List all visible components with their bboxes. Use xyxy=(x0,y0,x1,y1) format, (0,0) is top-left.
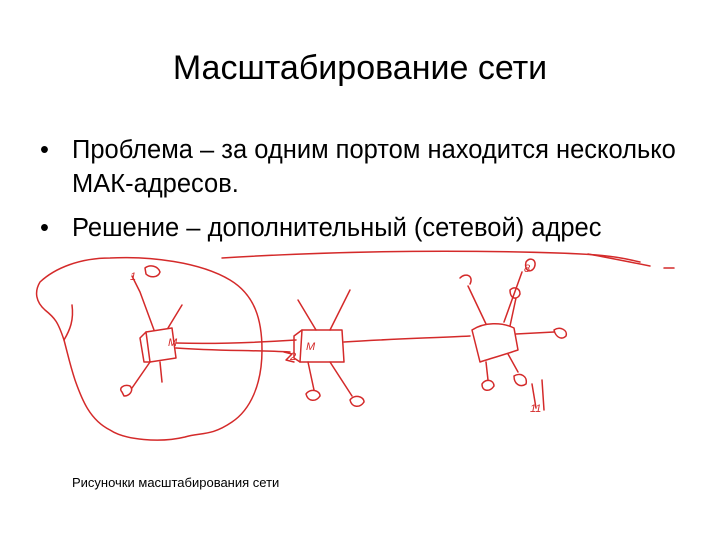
link-upright xyxy=(168,305,182,328)
link-bottomright xyxy=(330,362,352,396)
switch-label-middle: M xyxy=(306,341,316,353)
switch-box-right xyxy=(472,324,518,362)
link-bottomleft xyxy=(486,362,488,380)
host-terminal xyxy=(306,390,320,400)
link-bottom xyxy=(160,362,162,382)
trunk-link-right xyxy=(344,336,470,342)
link-right xyxy=(516,332,554,334)
underline-stroke-tail xyxy=(588,254,650,266)
scribble xyxy=(542,380,544,410)
switch-label-left: M xyxy=(168,337,178,349)
link-top xyxy=(298,300,316,330)
boundary-inner-stroke xyxy=(64,305,73,340)
link-bottomleft xyxy=(308,362,314,390)
sketch-mark: 2 xyxy=(289,351,296,363)
underline-stroke xyxy=(222,251,640,262)
network-boundary xyxy=(37,258,262,440)
link-upright xyxy=(330,290,350,330)
trunk-link-left-2 xyxy=(176,348,290,352)
link-bottomleft xyxy=(132,362,150,388)
sketch-mark: 8 xyxy=(524,263,531,275)
sketch-mark: 1 xyxy=(130,271,136,283)
link-top xyxy=(468,286,486,324)
host-terminal xyxy=(121,385,132,396)
figure-caption: Рисуночки масштабирования сети xyxy=(72,474,279,492)
host-terminal xyxy=(554,328,566,338)
sketch-mark: 11 xyxy=(530,403,541,415)
host-terminal xyxy=(145,266,160,277)
host-terminal xyxy=(482,380,494,390)
host-terminal xyxy=(350,396,364,406)
host-terminal xyxy=(514,374,526,385)
scribble xyxy=(460,275,471,284)
link-bottomright xyxy=(508,354,518,372)
link-top xyxy=(132,276,154,330)
trunk-link-left xyxy=(176,340,296,343)
